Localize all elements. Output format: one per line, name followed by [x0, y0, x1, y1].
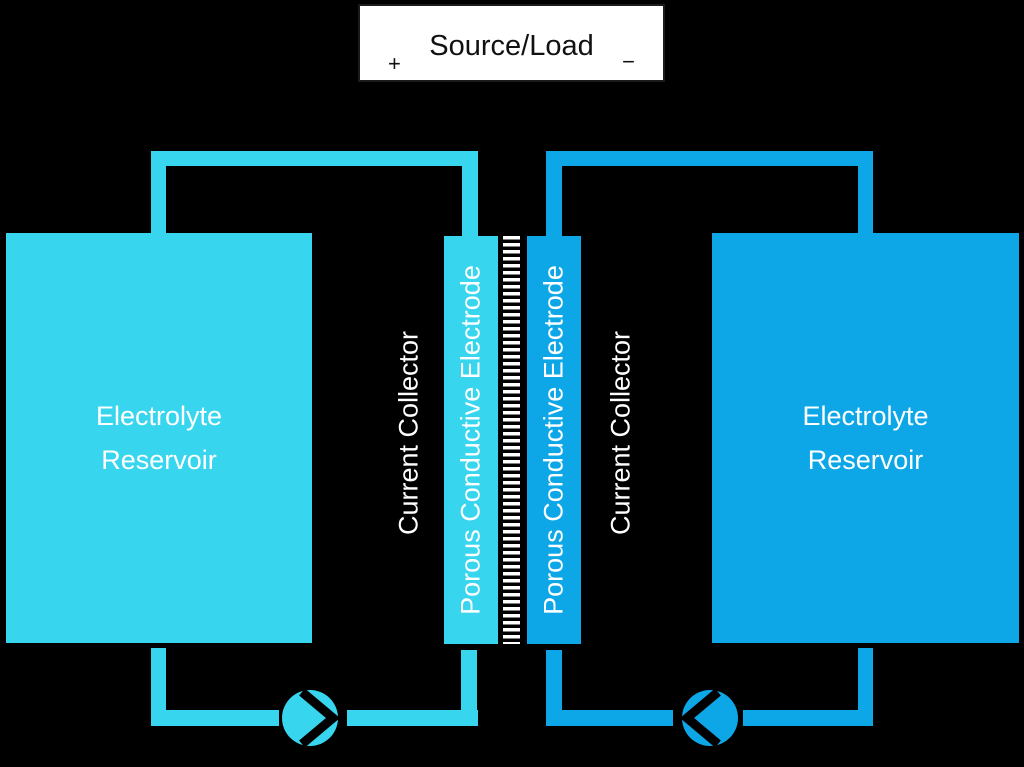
right-reservoir-label-line2: Reservoir	[807, 445, 924, 475]
left-electrode-label: Porous Conductive Electrode	[455, 265, 486, 615]
source-load-box: Source/Load + −	[358, 4, 665, 82]
left-bottom-pipe-reservoir-leg	[151, 648, 166, 726]
left-electrolyte-reservoir: Electrolyte Reservoir	[6, 233, 312, 643]
right-electrode-label: Porous Conductive Electrode	[538, 265, 569, 615]
right-bottom-pipe-horizontal-a	[546, 710, 673, 726]
left-bottom-pipe-electrode-leg	[461, 650, 477, 726]
left-top-pipe-horizontal	[151, 151, 478, 166]
right-bottom-pipe-reservoir-leg	[858, 648, 873, 726]
right-bottom-pipe-electrode-leg	[546, 650, 562, 726]
pump-flow-left-icon	[680, 688, 738, 748]
negative-terminal-label: −	[622, 49, 635, 74]
right-reservoir-label-line1: Electrolyte	[802, 401, 929, 431]
right-top-pipe-electrode-leg	[546, 151, 562, 236]
right-electrolyte-reservoir: Electrolyte Reservoir	[712, 233, 1019, 643]
left-current-collector-label: Current Collector	[393, 330, 424, 536]
right-porous-electrode	[527, 236, 581, 644]
pump-flow-right-icon	[282, 688, 340, 748]
left-bottom-pipe-horizontal-b	[347, 710, 478, 726]
left-top-pipe-electrode-leg	[462, 151, 478, 236]
left-top-pipe-reservoir-leg	[151, 151, 166, 233]
positive-terminal-label: +	[388, 51, 401, 76]
left-reservoir-label-line2: Reservoir	[101, 445, 217, 475]
right-top-pipe-reservoir-leg	[858, 151, 873, 233]
left-bottom-pipe-horizontal-a	[151, 710, 279, 726]
ion-exchange-membrane-icon	[503, 236, 520, 644]
right-current-collector-label: Current Collector	[605, 330, 636, 536]
source-load-label: Source/Load	[429, 30, 594, 62]
right-top-pipe-horizontal	[546, 151, 873, 166]
left-reservoir-label-line1: Electrolyte	[95, 401, 223, 431]
right-bottom-pipe-horizontal-b	[743, 710, 873, 726]
left-porous-electrode	[444, 236, 498, 644]
